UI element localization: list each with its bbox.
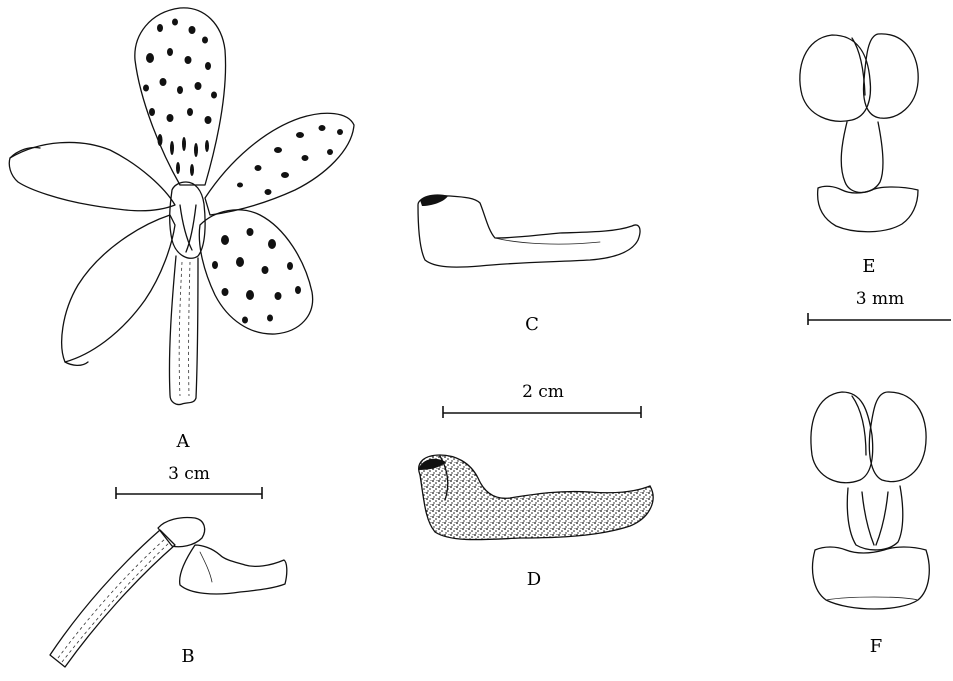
scale-bar-pollinia <box>808 313 951 325</box>
figure-a-flower <box>9 8 354 405</box>
figure-f-pollinarium-front <box>811 392 929 609</box>
side-column <box>158 517 205 546</box>
flower-ovary <box>169 256 198 405</box>
flower-right-petal <box>205 113 354 215</box>
scale-bar-flower <box>116 487 262 499</box>
label-c: C <box>525 316 539 334</box>
label-a: A <box>177 433 190 451</box>
dorsal-spots <box>143 19 217 177</box>
scale-bar-lip <box>443 406 641 418</box>
sepal-spots <box>212 228 301 324</box>
flower-lower-right-sepal <box>199 210 312 334</box>
flower-lower-left-sepal <box>62 215 175 362</box>
figure-c-lip <box>418 194 640 267</box>
label-d: D <box>527 571 541 589</box>
label-f: F <box>870 638 883 656</box>
figure-b-side-view <box>50 517 287 667</box>
figure-d-lip-section <box>418 455 653 540</box>
side-lip <box>180 545 287 594</box>
petal-spots <box>237 125 343 195</box>
scale-label-flower: 3 cm <box>168 466 210 483</box>
label-b: B <box>181 648 194 666</box>
scale-label-pollinia: 3 mm <box>856 291 904 308</box>
figure-e-pollinarium <box>800 34 918 232</box>
side-ovary <box>50 530 175 667</box>
label-e: E <box>862 258 875 276</box>
flower-left-petal <box>9 142 175 210</box>
scale-label-lip: 2 cm <box>522 384 564 401</box>
